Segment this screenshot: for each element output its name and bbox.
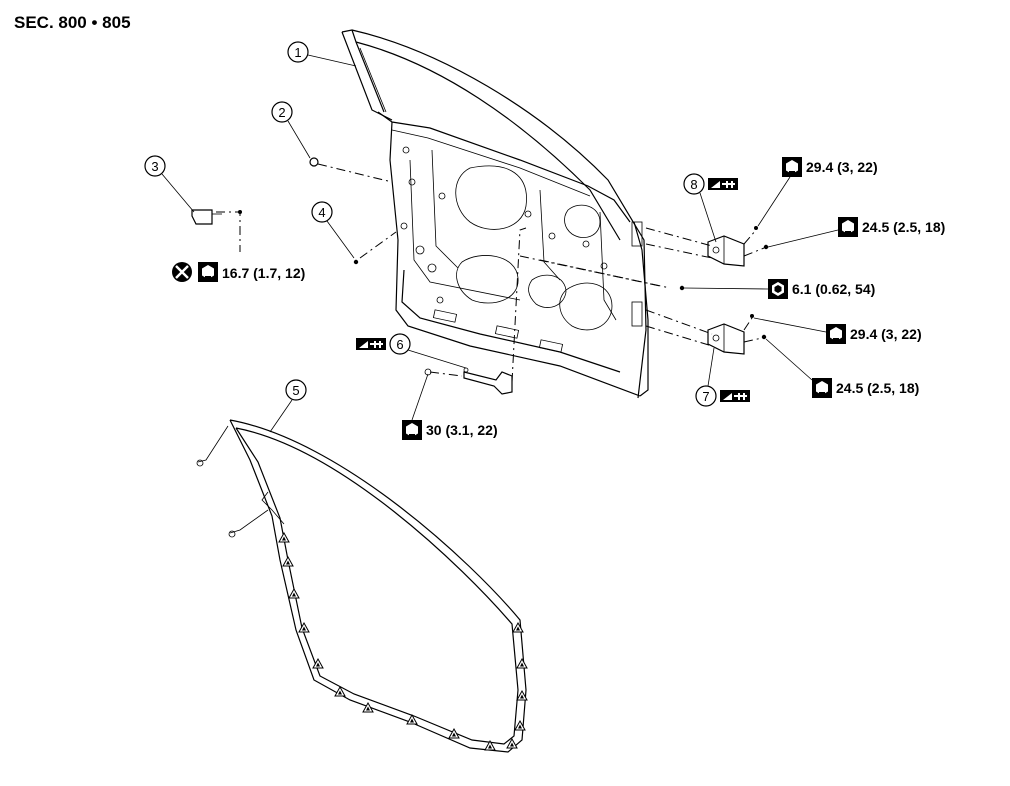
svg-text:24.5 (2.5, 18): 24.5 (2.5, 18) — [836, 380, 919, 396]
grommet-part — [309, 157, 393, 183]
grease-icon — [708, 178, 738, 190]
svg-text:24.5 (2.5, 18): 24.5 (2.5, 18) — [862, 219, 945, 235]
section-title: SEC. 800 • 805 — [14, 13, 131, 32]
upper-hinge — [645, 226, 769, 267]
torque-spec-check-link-bolt: 6.1 (0.62, 54) — [683, 279, 875, 299]
grease-icon — [356, 338, 386, 350]
svg-text:2: 2 — [278, 105, 285, 120]
callout-7: 7 — [695, 347, 717, 407]
svg-text:8: 8 — [690, 177, 697, 192]
door-striker — [191, 209, 242, 252]
torque-spec-striker-bolt: 16.7 (1.7, 12) — [172, 262, 305, 282]
callout-5: 5 — [269, 379, 307, 433]
torque-wrench-icon — [826, 324, 846, 344]
torque-spec-lower-hinge-bolt: 29.4 (3, 22) — [753, 317, 922, 344]
torque-wrench-icon — [402, 420, 422, 440]
svg-text:3: 3 — [151, 159, 158, 174]
grease-icon — [720, 390, 750, 402]
svg-text:30 (3.1, 22): 30 (3.1, 22) — [426, 422, 498, 438]
svg-text:1: 1 — [294, 45, 301, 60]
torque-spec-lower-hinge-nut: 24.5 (2.5, 18) — [765, 338, 919, 398]
svg-text:4: 4 — [318, 205, 325, 220]
lower-hinge — [645, 309, 767, 355]
callout-3: 3 — [144, 155, 195, 213]
svg-text:29.4 (3, 22): 29.4 (3, 22) — [850, 326, 922, 342]
callout-6: 6 — [389, 333, 467, 369]
door-bolt-part — [353, 231, 397, 265]
torque-spec-upper-hinge-bolt: 29.4 (3, 22) — [757, 157, 878, 227]
do-not-reuse-icon — [172, 262, 192, 282]
torque-wrench-icon — [812, 378, 832, 398]
svg-text:5: 5 — [292, 383, 299, 398]
svg-text:16.7 (1.7, 12): 16.7 (1.7, 12) — [222, 265, 305, 281]
torque-wrench-filled-icon — [768, 279, 788, 299]
svg-text:6.1 (0.62, 54): 6.1 (0.62, 54) — [792, 281, 875, 297]
callout-4: 4 — [311, 201, 355, 259]
torque-spec-check-link-body-bolt: 30 (3.1, 22) — [402, 373, 498, 440]
svg-text:7: 7 — [702, 389, 709, 404]
torque-wrench-icon — [782, 157, 802, 177]
torque-spec-upper-hinge-nut: 24.5 (2.5, 18) — [767, 217, 945, 248]
door-weather-strip — [196, 419, 528, 753]
door-check-link — [424, 227, 685, 395]
torque-wrench-icon — [198, 262, 218, 282]
callout-2: 2 — [271, 101, 311, 159]
svg-text:29.4 (3, 22): 29.4 (3, 22) — [806, 159, 878, 175]
callout-8: 8 — [683, 173, 717, 243]
front-door-panel — [341, 29, 649, 399]
torque-wrench-icon — [838, 217, 858, 237]
callout-1: 1 — [287, 41, 357, 67]
svg-text:6: 6 — [396, 337, 403, 352]
